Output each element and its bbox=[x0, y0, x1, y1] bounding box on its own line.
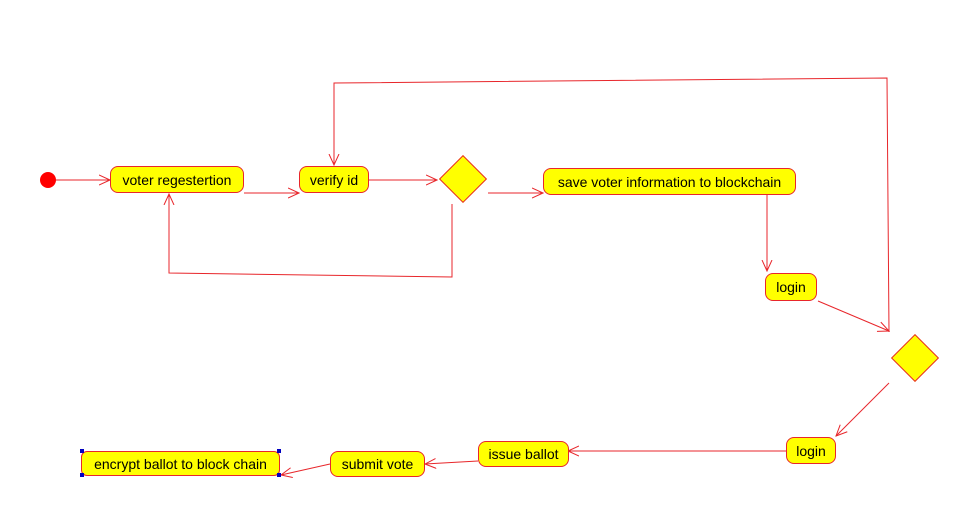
edge-decision-back-to-registration bbox=[169, 194, 453, 278]
edge-issue-ballot-to-submit-vote bbox=[425, 461, 479, 464]
selection-handle-top-left[interactable] bbox=[80, 449, 84, 453]
activity-login-2[interactable]: login bbox=[786, 437, 836, 464]
activity-issue-ballot[interactable]: issue ballot bbox=[478, 441, 569, 467]
activity-submit-vote[interactable]: submit vote bbox=[330, 451, 425, 477]
initial-node[interactable] bbox=[40, 172, 56, 188]
activity-voter-registration[interactable]: voter regestertion bbox=[110, 166, 244, 193]
edge-decision-to-login bbox=[836, 382, 890, 436]
selection-handle-bottom-right[interactable] bbox=[277, 473, 281, 477]
edge-decision-back-to-verify bbox=[334, 77, 890, 333]
edge-submit-vote-to-encrypt bbox=[281, 463, 331, 475]
activity-verify-id[interactable]: verify id bbox=[299, 166, 369, 193]
activity-login-1[interactable]: login bbox=[765, 273, 817, 301]
activity-encrypt-ballot[interactable]: encrypt ballot to block chain bbox=[81, 451, 280, 476]
selection-handle-top-right[interactable] bbox=[277, 449, 281, 453]
selection-handle-bottom-left[interactable] bbox=[80, 473, 84, 477]
edge-login-to-decision bbox=[817, 300, 889, 331]
activity-save-voter-info[interactable]: save voter information to blockchain bbox=[543, 168, 796, 195]
